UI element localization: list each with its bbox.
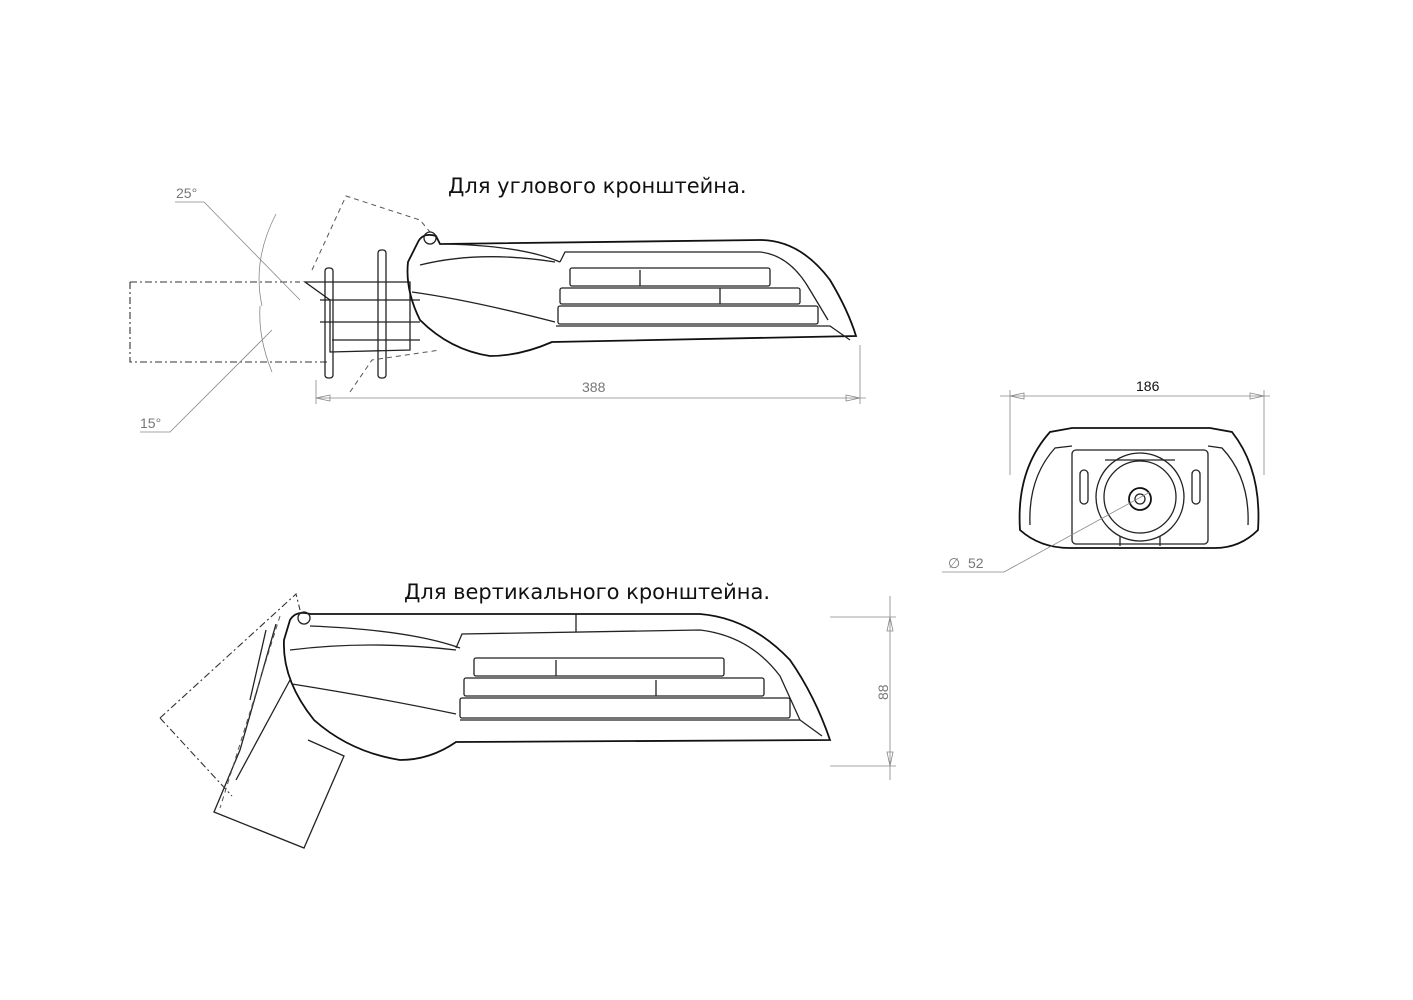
angle-up-label: 25° <box>176 185 197 201</box>
diameter-symbol: ∅ <box>948 555 960 571</box>
side-view-angle-bracket: 25° 15° 388 <box>129 185 866 433</box>
angle-bracket-title: Для углового кронштейна. <box>448 174 747 198</box>
vertical-bracket-title: Для вертикального кронштейна. <box>404 580 770 604</box>
width-dimension: 186 <box>1136 378 1160 394</box>
angle-down-label: 15° <box>140 415 161 431</box>
length-dimension: 388 <box>582 379 606 395</box>
side-view-vertical-bracket: 88 <box>159 592 896 849</box>
front-view: 186 ∅ 52 <box>942 378 1270 573</box>
height-dimension: 88 <box>875 684 891 700</box>
diameter-dimension: 52 <box>968 555 984 571</box>
